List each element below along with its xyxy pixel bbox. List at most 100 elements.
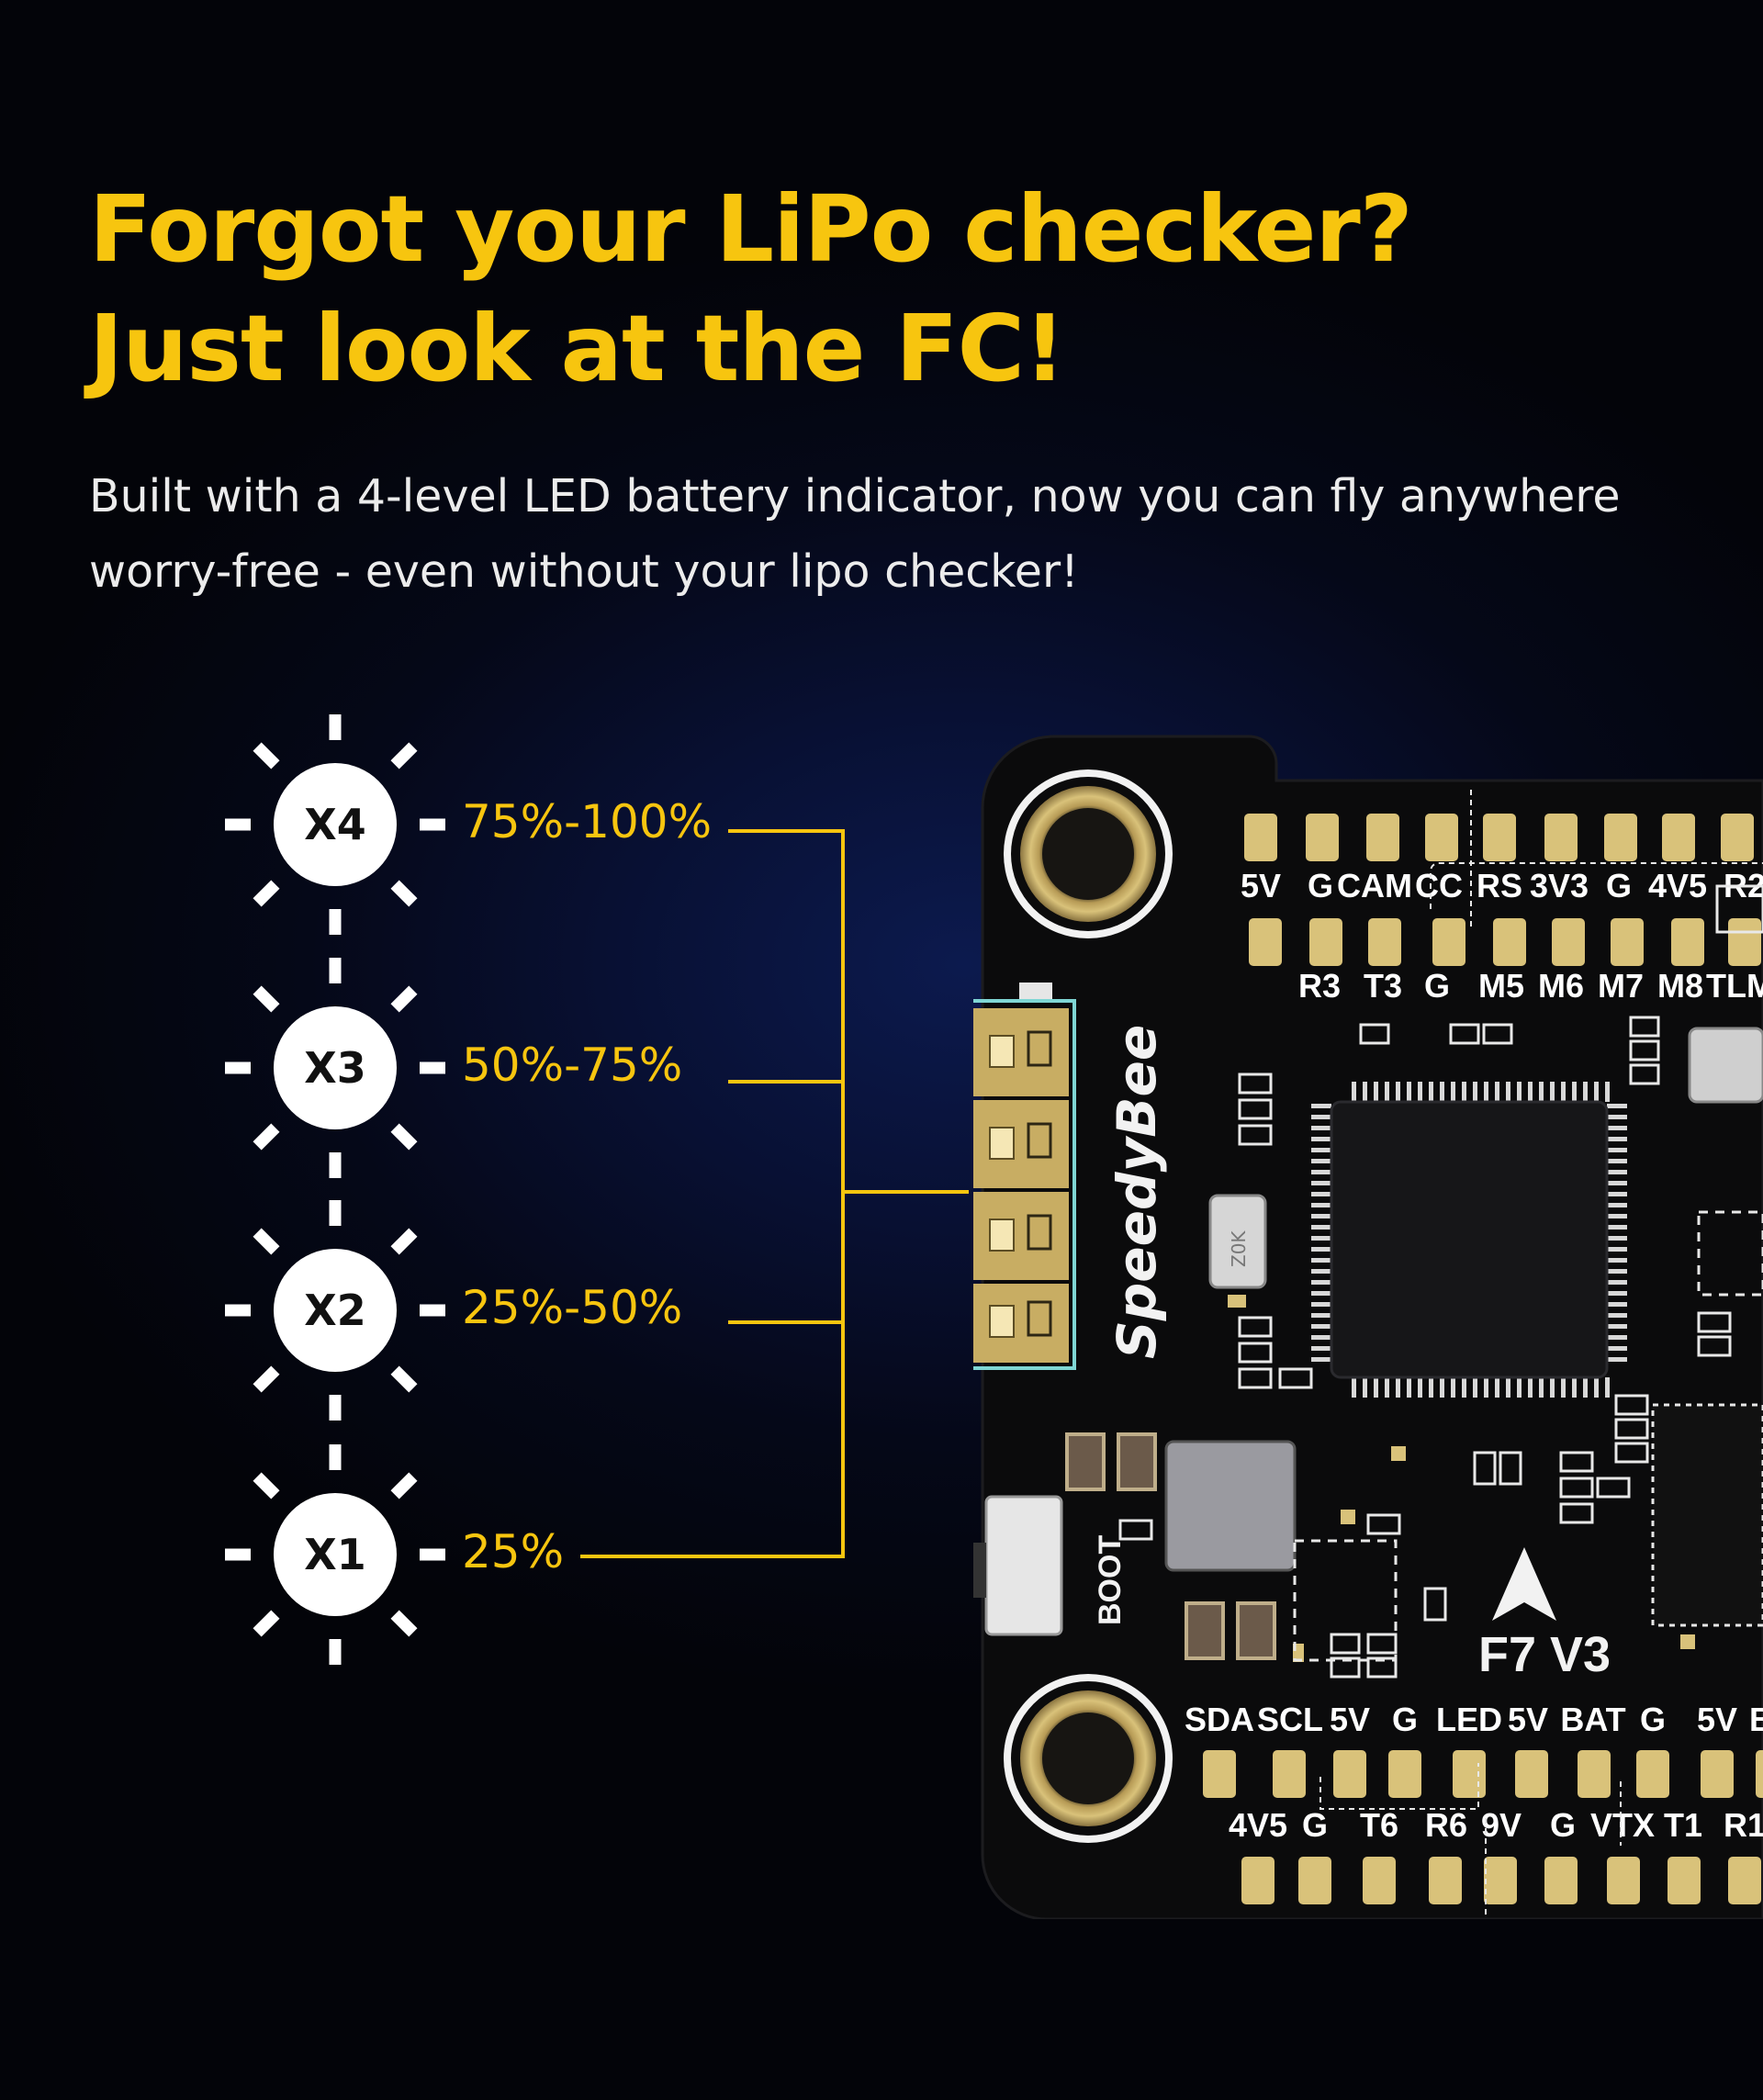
solder-pad [1544, 1857, 1578, 1904]
board-model-label: F7 V3 [1478, 1627, 1611, 1682]
light-rays-icon [225, 714, 445, 935]
led-x4 [973, 1008, 1069, 1096]
solder-pad [1429, 1857, 1462, 1904]
inductor [1164, 1440, 1297, 1572]
battery-range-x3: 50%-75% [462, 1039, 683, 1092]
led-label: X3 [274, 1006, 397, 1129]
pad-label: 5V [1508, 1701, 1548, 1738]
resistor-marking: Z0K [1228, 1230, 1250, 1267]
pad-label: 5V [1330, 1701, 1370, 1738]
solder-pad [1728, 918, 1761, 966]
pad-label: G [1308, 867, 1333, 904]
headline-line-2: Just look at the FC! [89, 295, 1066, 402]
solder-pad [1249, 918, 1282, 966]
pad-label: CAM [1337, 867, 1412, 904]
boot-label: BOOT [1093, 1535, 1128, 1625]
solder-pad [1636, 1750, 1669, 1798]
pad-label: T6 [1360, 1806, 1398, 1844]
pad-label: G [1392, 1701, 1418, 1738]
pad-label: VTX [1590, 1806, 1655, 1844]
pad-label: LED [1436, 1701, 1502, 1738]
solder-pad [1552, 918, 1585, 966]
pad-label: G [1640, 1701, 1666, 1738]
bottom-pads-row-2 [1241, 1857, 1761, 1904]
pad-label: B [1749, 1701, 1763, 1738]
solder-pad [1432, 918, 1465, 966]
crystal-component [1208, 1194, 1267, 1289]
pad-label: G [1302, 1806, 1328, 1844]
solder-pad [1241, 1857, 1275, 1904]
pad-label: M7 [1598, 967, 1644, 1005]
solder-pad [1425, 814, 1458, 861]
pad-label: BAT [1560, 1701, 1625, 1738]
solder-pad [1604, 814, 1637, 861]
solder-pad [1363, 1857, 1396, 1904]
top-pads-row-2 [1249, 918, 1761, 966]
led-indicator-x4: X4 [225, 714, 445, 935]
pad-label: M5 [1478, 967, 1524, 1005]
pad-label: 5V [1697, 1701, 1737, 1738]
led-x2 [973, 1192, 1069, 1280]
led-indicator-x3: X3 [225, 958, 445, 1178]
solder-pad [1662, 814, 1695, 861]
pad-label: TLM [1706, 967, 1763, 1005]
pad-label: SCL [1257, 1701, 1323, 1738]
mount-hole-bottom [1004, 1674, 1173, 1843]
led-label: X1 [274, 1493, 397, 1616]
pad-label: 3V3 [1530, 867, 1589, 904]
solder-pad [1701, 1750, 1734, 1798]
solder-pad [1493, 918, 1526, 966]
solder-pad [1484, 1857, 1517, 1904]
sensor-chip [1688, 1027, 1763, 1104]
battery-range-x4: 75%-100% [462, 795, 713, 848]
battery-range-x2: 25%-50% [462, 1281, 683, 1334]
mount-hole-top [1004, 769, 1173, 938]
solder-pad [1728, 1857, 1761, 1904]
light-rays-icon [225, 958, 445, 1178]
headline-line-1: Forgot your LiPo checker? [89, 175, 1413, 283]
solder-pad [1273, 1750, 1306, 1798]
capacitors [1065, 1432, 1276, 1660]
battery-range-x1: 25% [462, 1525, 565, 1578]
light-rays-icon [225, 1200, 445, 1421]
led-indicator-x1: X1 [225, 1444, 445, 1665]
led-label: X2 [274, 1249, 397, 1372]
connector-main-line [580, 829, 845, 1558]
solder-pad [1366, 814, 1399, 861]
headline: Forgot your LiPo checker? Just look at t… [89, 170, 1413, 409]
solder-pad [1578, 1750, 1611, 1798]
pad-label: R1 [1724, 1806, 1763, 1844]
direction-arrow-icon [1492, 1547, 1556, 1621]
led-indicator-x2: X2 [225, 1200, 445, 1421]
chip-outline [1697, 1210, 1763, 1297]
pad-label: R3 [1298, 967, 1341, 1005]
solder-pad [1203, 1750, 1236, 1798]
led-strip-highlight [973, 999, 1076, 1370]
solder-pad [1453, 1750, 1486, 1798]
pad-label: G [1606, 867, 1632, 904]
solder-pad [1309, 918, 1342, 966]
battery-led-strip [973, 983, 1076, 1370]
solder-pad [1611, 918, 1644, 966]
solder-pad [1544, 814, 1578, 861]
solder-pad [1721, 814, 1754, 861]
boot-button [984, 1495, 1063, 1636]
top-pads-row-1 [1244, 814, 1754, 861]
solder-pad [1515, 1750, 1548, 1798]
solder-pad [1368, 918, 1401, 966]
led-x1 [973, 1284, 1069, 1363]
solder-pad [1671, 918, 1704, 966]
gyro-outline [1293, 1539, 1398, 1662]
description: Built with a 4-level LED battery indicat… [89, 470, 1621, 598]
pad-label: T3 [1364, 967, 1402, 1005]
light-rays-icon [225, 1444, 445, 1665]
solder-pad [1244, 814, 1277, 861]
pad-label: SDA [1185, 1701, 1254, 1738]
pad-label: R6 [1425, 1806, 1467, 1844]
solder-pad [1756, 1750, 1763, 1798]
pad-label: T1 [1664, 1806, 1702, 1844]
pad-label: G [1550, 1806, 1576, 1844]
